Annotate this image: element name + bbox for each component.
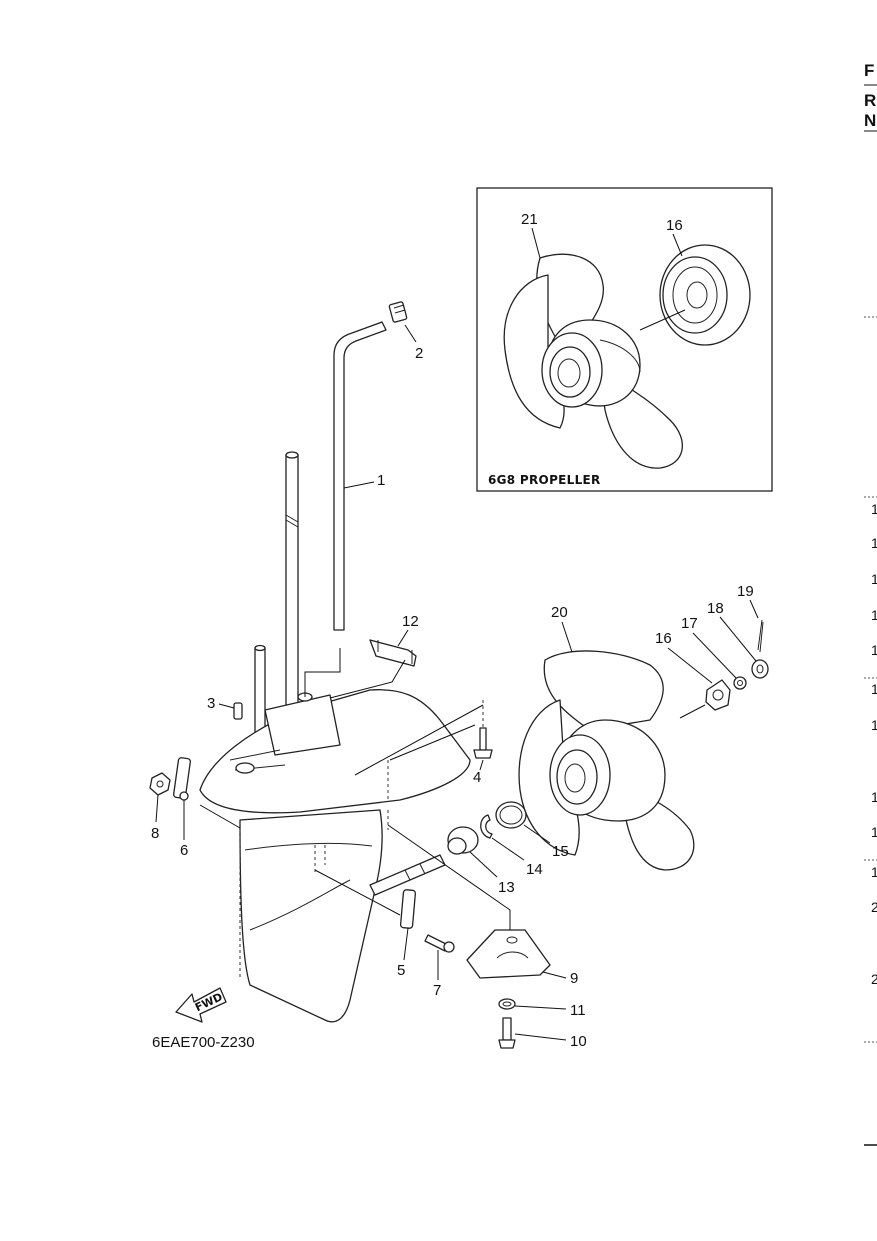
callout-9: 9 (570, 970, 578, 987)
callout-14: 14 (526, 861, 543, 878)
callout-7: 7 (433, 982, 441, 999)
callout-12: 12 (402, 613, 419, 630)
callout-2: 2 (415, 345, 423, 362)
callout-19: 19 (737, 583, 754, 600)
edge-row-10: 1 (871, 864, 877, 880)
edge-row-11: 2 (871, 899, 877, 915)
diagram-code: 6EAE700-Z230 (152, 1034, 255, 1051)
callout-3: 3 (207, 695, 215, 712)
callout-21-inset: 21 (521, 211, 538, 228)
callout-10: 10 (570, 1033, 587, 1050)
edge-header-r: R (864, 91, 876, 110)
callout-1: 1 (377, 472, 385, 489)
edge-row-4: 1 (871, 607, 877, 623)
callouts: 1 2 3 4 5 6 7 8 9 10 11 12 13 14 15 16 1… (151, 324, 759, 1050)
callout-8: 8 (151, 825, 159, 842)
callout-4: 4 (473, 769, 481, 786)
callout-13: 13 (498, 879, 515, 896)
edge-row-9: 1 (871, 824, 877, 840)
fwd-arrow-icon: FWD (175, 987, 227, 1023)
callout-11: 11 (570, 1002, 586, 1019)
edge-row-5: 1 (871, 642, 877, 658)
callout-6: 6 (180, 842, 188, 859)
edge-row-12: 2 (871, 971, 877, 987)
callout-16-inset: 16 (666, 217, 683, 234)
edge-header-n: N (864, 111, 876, 130)
edge-row-1: 1 (871, 501, 877, 517)
lower-unit-housing: FWD (149, 301, 769, 1049)
callout-16: 16 (655, 630, 672, 647)
callout-18: 18 (707, 600, 724, 617)
inset-title: 6G8 PROPELLER (488, 473, 601, 487)
callout-17: 17 (681, 615, 698, 632)
inset-6g8-propeller: 21 16 6G8 PROPELLER (476, 187, 773, 492)
right-edge-table-fragment: F R N 1 1 1 1 1 1 1 1 1 1 2 2 (864, 61, 877, 1146)
edge-row-6: 1 (871, 681, 877, 697)
edge-row-8: 1 (871, 789, 877, 805)
edge-row-7: 1 (871, 717, 877, 733)
edge-row-3: 1 (871, 571, 877, 587)
callout-20: 20 (551, 604, 568, 621)
callout-5: 5 (397, 962, 405, 979)
callout-15: 15 (552, 843, 569, 860)
edge-row-2: 1 (871, 535, 877, 551)
edge-header-f: F (864, 61, 874, 80)
